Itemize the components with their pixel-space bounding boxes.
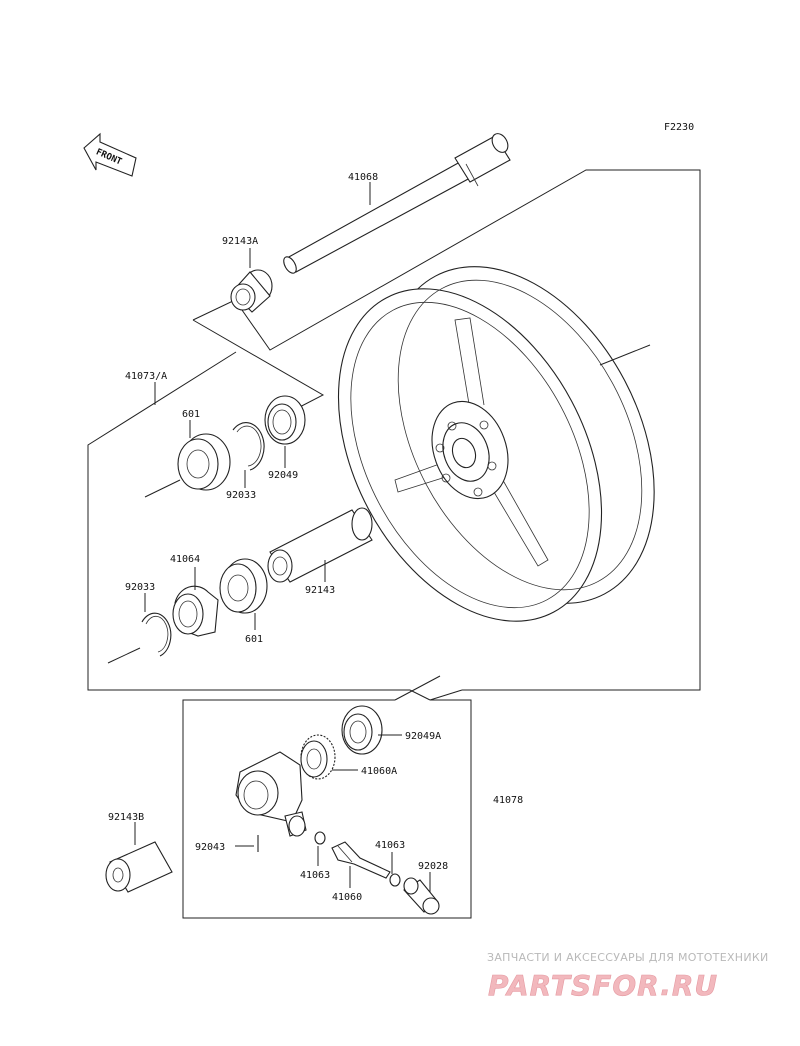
circlip-lower-part (141, 612, 172, 657)
label-meter-gear-assy: 41078 (493, 795, 523, 806)
circlip-upper-part (232, 422, 265, 471)
bushing-part (403, 877, 440, 915)
label-spacer: 92143 (305, 585, 335, 596)
front-arrow-icon: FRONT (83, 132, 137, 177)
label-bearing-upper: 601 (182, 409, 200, 420)
label-circlip-upper: 92033 (226, 490, 256, 501)
label-hub-ring: 41064 (170, 554, 200, 565)
label-bushing: 92028 (418, 861, 448, 872)
label-collar-b: 92143B (108, 812, 144, 823)
gear-a-part (300, 734, 336, 780)
meter-gear-frame (182, 699, 472, 919)
watermark-tagline: ЗАПЧАСТИ И АКСЕССУАРЫ ДЛЯ МОТОТЕХНИКИ (487, 951, 769, 964)
bearing-lower-part (219, 558, 268, 614)
bearing-upper-part (177, 433, 231, 491)
label-seal-upper: 92049 (268, 470, 298, 481)
spacer-part (267, 507, 373, 583)
washer-left-part (314, 831, 326, 845)
axle-part (283, 133, 511, 274)
watermark-logo: PARTSFOR.RU (488, 969, 718, 1002)
collar-a-part (230, 269, 273, 313)
seal-upper-part (264, 395, 306, 445)
label-collar-a: 92143A (222, 236, 258, 247)
label-washer-right: 41063 (375, 840, 405, 851)
label-bearing-lower: 601 (245, 634, 263, 645)
seal-lower-part (341, 705, 383, 755)
label-hub-assy: 41073/A (125, 371, 167, 382)
label-axle: 41068 (348, 172, 378, 183)
pinion-part (331, 841, 391, 879)
meter-gear-housing-part (235, 751, 307, 837)
wheel-rim-part (337, 266, 655, 622)
label-gear-a: 41060A (361, 766, 397, 777)
hub-ring-part (172, 585, 219, 637)
collar-b-part (105, 841, 173, 893)
label-seal-lower: 92049A (405, 731, 441, 742)
label-washer-left: 41063 (300, 870, 330, 881)
label-pin: 92043 (195, 842, 225, 853)
figure-code: F2230 (664, 122, 694, 133)
washer-right-part (389, 873, 401, 887)
label-pinion: 41060 (332, 892, 362, 903)
label-circlip-lower: 92033 (125, 582, 155, 593)
